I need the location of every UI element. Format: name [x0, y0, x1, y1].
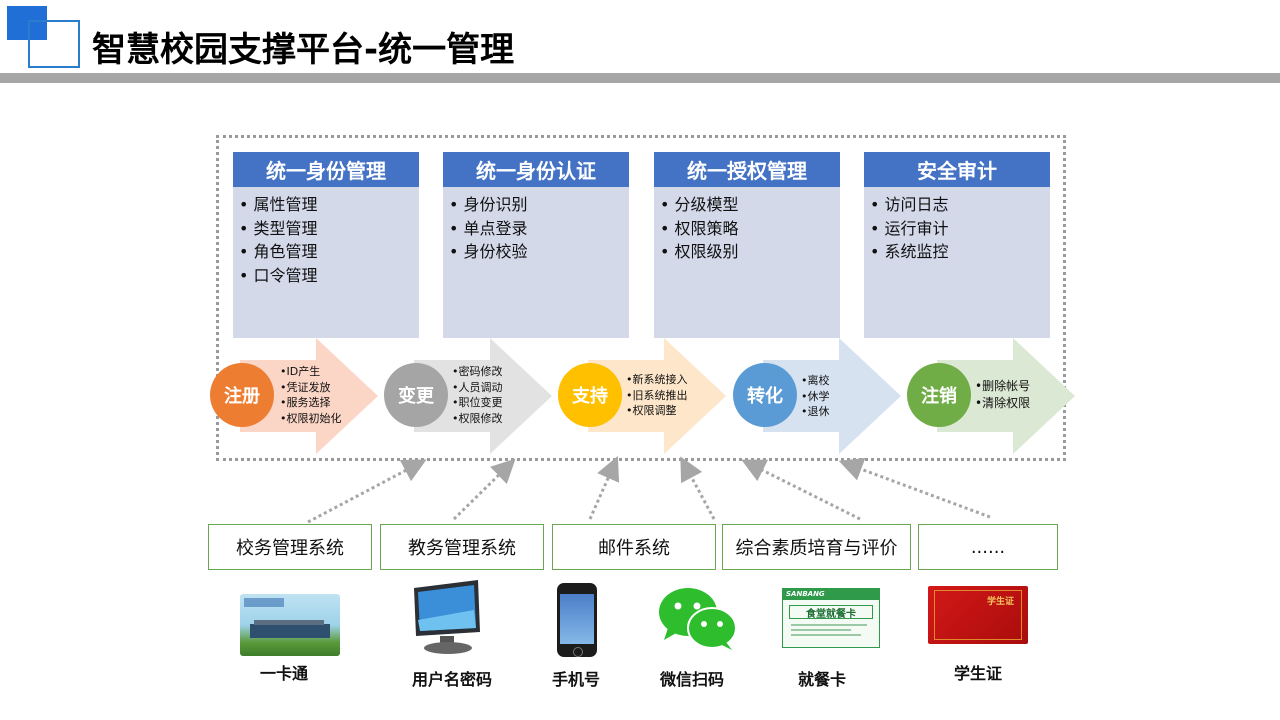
stage-badge: 变更 [384, 363, 448, 427]
monitor-icon [414, 580, 480, 654]
mobile-phone-icon [557, 583, 597, 657]
credential-label: 手机号 [551, 670, 600, 689]
student-id-icon: 学生证 [928, 586, 1028, 644]
title-underline-bar [0, 73, 1280, 83]
stage-item: 服务选择 [280, 395, 342, 411]
stage-item: 离校 [801, 373, 830, 389]
stage-item: 人员调动 [452, 380, 503, 396]
stage-badge: 转化 [733, 363, 797, 427]
stage-item: 删除帐号 [975, 378, 1030, 395]
logo-square-filled [7, 6, 47, 40]
stage-register: 注册 ID产生 凭证发放 服务选择 权限初始化 [210, 336, 386, 456]
credential-label: 微信扫码 [659, 670, 724, 689]
system-box: 教务管理系统 [380, 524, 544, 570]
module-items: 访问日志 运行审计 系统监控 [870, 193, 1050, 264]
module-card-identity-authentication: 统一身份认证 身份识别 单点登录 身份校验 [443, 152, 629, 338]
stage-badge: 注册 [210, 363, 274, 427]
connector-arrow [680, 456, 716, 520]
module-items: 身份识别 单点登录 身份校验 [449, 193, 629, 264]
stage-item: 退休 [801, 404, 830, 420]
connector-arrow [838, 457, 991, 519]
module-item: 运行审计 [870, 217, 1050, 241]
module-item: 访问日志 [870, 193, 1050, 217]
meal-card-icon: SANBANG 食堂就餐卡 [782, 588, 880, 648]
stage-item: 职位变更 [452, 395, 503, 411]
module-item: 身份识别 [449, 193, 629, 217]
module-card-security-audit: 安全审计 访问日志 运行审计 系统监控 [864, 152, 1050, 338]
campus-card-icon [240, 594, 340, 656]
stage-item: 权限初始化 [280, 411, 342, 427]
credential-label: 学生证 [953, 664, 1002, 683]
connector-arrow [741, 459, 861, 521]
stage-items: ID产生 凭证发放 服务选择 权限初始化 [280, 364, 342, 426]
logo-square-outline [28, 20, 80, 68]
module-item: 权限级别 [660, 240, 840, 264]
stage-cancel: 注销 删除帐号 清除权限 [907, 336, 1083, 456]
system-box: 综合素质培育与评价 [722, 524, 911, 570]
module-title: 统一身份认证 [443, 152, 629, 187]
stage-transform: 转化 离校 休学 退休 [733, 336, 909, 456]
stage-item: 密码修改 [452, 364, 503, 380]
module-items: 分级模型 权限策略 权限级别 [660, 193, 840, 264]
module-item: 权限策略 [660, 217, 840, 241]
module-title: 统一身份管理 [233, 152, 419, 187]
module-item: 属性管理 [239, 193, 419, 217]
meal-card-brand: SANBANG [786, 590, 825, 598]
stage-item: 旧系统推出 [626, 388, 688, 404]
module-title: 安全审计 [864, 152, 1050, 187]
stage-badge: 注销 [907, 363, 971, 427]
system-box: 校务管理系统 [208, 524, 372, 570]
system-box: ...... [918, 524, 1058, 570]
stage-badge: 支持 [558, 363, 622, 427]
credential-label: 就餐卡 [797, 670, 846, 689]
module-title: 统一授权管理 [654, 152, 840, 187]
credential-label: 用户名密码 [411, 670, 492, 689]
platform-frame [216, 135, 1066, 461]
stage-arrow [763, 338, 901, 454]
module-item: 口令管理 [239, 264, 419, 288]
page-title: 智慧校园支撑平台-统一管理 [92, 30, 515, 70]
stage-item: ID产生 [280, 364, 342, 380]
stage-item: 新系统接入 [626, 372, 688, 388]
system-box: 邮件系统 [552, 524, 716, 570]
connector-arrow [588, 456, 620, 520]
stage-item: 权限调整 [626, 403, 688, 419]
module-item: 分级模型 [660, 193, 840, 217]
module-item: 身份校验 [449, 240, 629, 264]
module-item: 系统监控 [870, 240, 1050, 264]
stage-support: 支持 新系统接入 旧系统推出 权限调整 [558, 336, 734, 456]
module-item: 类型管理 [239, 217, 419, 241]
module-item: 单点登录 [449, 217, 629, 241]
wechat-icon [659, 588, 737, 650]
connector-arrow [307, 459, 427, 524]
stage-change: 变更 密码修改 人员调动 职位变更 权限修改 [384, 336, 560, 456]
module-card-identity-management: 统一身份管理 属性管理 类型管理 角色管理 口令管理 [233, 152, 419, 338]
meal-card-title: 食堂就餐卡 [789, 605, 873, 620]
stage-item: 凭证发放 [280, 380, 342, 396]
credential-label: 一卡通 [259, 664, 308, 683]
stage-item: 清除权限 [975, 395, 1030, 412]
module-item: 角色管理 [239, 240, 419, 264]
stage-items: 密码修改 人员调动 职位变更 权限修改 [452, 364, 503, 426]
connector-arrow [452, 458, 516, 521]
stage-items: 离校 休学 退休 [801, 373, 830, 420]
module-card-authorization-management: 统一授权管理 分级模型 权限策略 权限级别 [654, 152, 840, 338]
module-items: 属性管理 类型管理 角色管理 口令管理 [239, 193, 419, 287]
student-id-cover-text: 学生证 [986, 597, 1014, 607]
stage-items: 删除帐号 清除权限 [975, 378, 1030, 412]
stage-items: 新系统接入 旧系统推出 权限调整 [626, 372, 688, 419]
stage-item: 权限修改 [452, 411, 503, 427]
stage-item: 休学 [801, 389, 830, 405]
connector-arrows [307, 456, 991, 524]
